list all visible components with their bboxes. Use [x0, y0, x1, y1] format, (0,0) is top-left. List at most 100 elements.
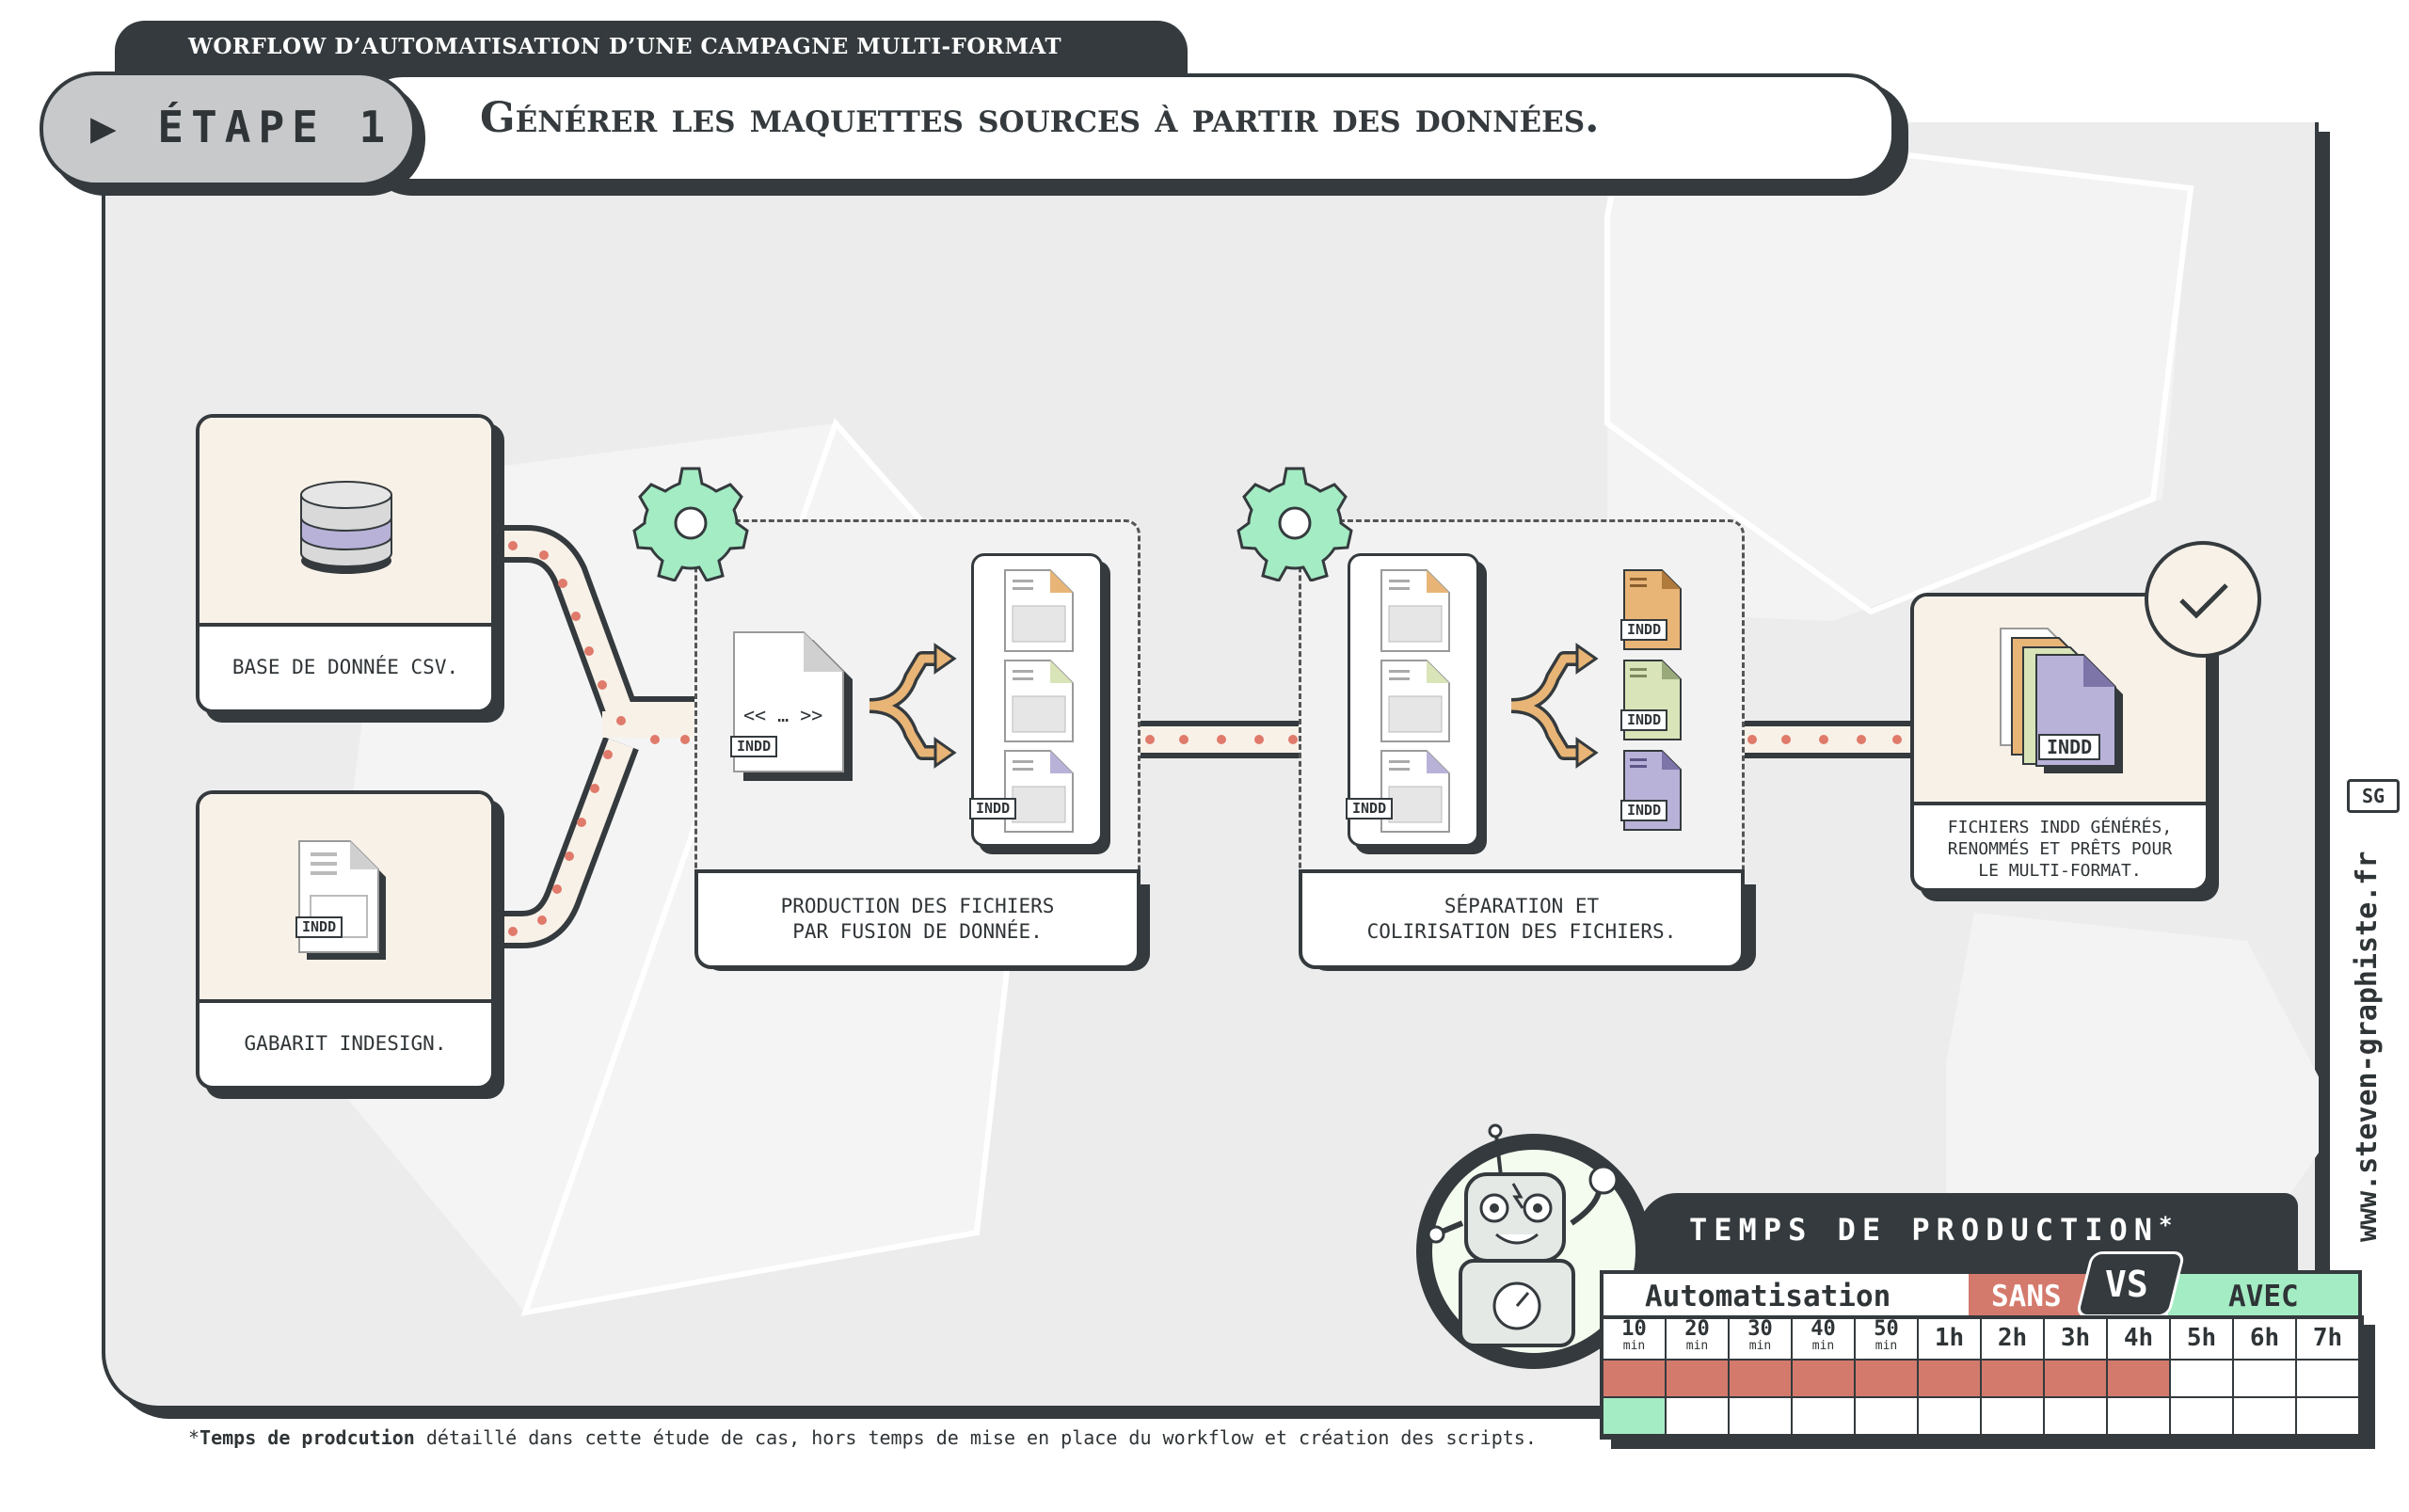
top-tab: [115, 21, 1188, 79]
avec-time-cell: [1603, 1398, 1667, 1436]
database-icon: [300, 481, 392, 574]
avec-time-cell: [1793, 1398, 1856, 1436]
split-label-box: SÉPARATION ET COLIRISATION DES FICHIERS.: [1299, 869, 1745, 969]
time-column-value: 2h: [1997, 1324, 2028, 1352]
split-file-tag-2: INDD: [1620, 709, 1668, 731]
sans-time-cell: [2045, 1361, 2108, 1398]
title-bar: [356, 73, 1895, 183]
vs-badge: VS: [2075, 1251, 2186, 1317]
merge-source-text: << … >>: [743, 704, 823, 726]
template-file-icon: [298, 840, 386, 960]
merge-stack-tag: INDD: [969, 798, 1017, 820]
avec-time-cell: [1982, 1398, 2045, 1436]
time-column-unit: min: [1622, 1339, 1646, 1353]
template-tag: INDD: [295, 916, 343, 938]
production-time-title: TEMPS DE PRODUCTION*: [1689, 1212, 2179, 1248]
fork-arrow-icon-2: [1510, 643, 1599, 769]
merge-label: PRODUCTION DES FICHIERS PAR FUSION DE DO…: [780, 895, 1055, 943]
time-column-value: 10: [1621, 1317, 1647, 1341]
time-column-header: 1h: [1919, 1319, 1982, 1361]
step-badge: [40, 72, 416, 186]
avec-time-cell: [2108, 1398, 2171, 1436]
time-column-header: 5h: [2171, 1319, 2234, 1361]
sans-time-cell: [1603, 1361, 1667, 1398]
page-title: Générer les maquettes sources à partir d…: [480, 94, 1600, 142]
step-label: ▶ ÉTAPE 1: [90, 102, 393, 152]
merge-stack-files: [1004, 569, 1074, 833]
output-tag: INDD: [2038, 734, 2101, 760]
workflow-title: WORFLOW D’AUTOMATISATION D’UNE CAMPAGNE …: [188, 34, 1062, 59]
split-file-tag-3: INDD: [1620, 800, 1668, 821]
footnote-text: détaillé dans cette étude de cas, hors t…: [414, 1426, 1537, 1449]
automation-label: Automatisation: [1645, 1280, 1891, 1313]
time-column-value: 7h: [2312, 1324, 2343, 1352]
vs-label: VS: [2105, 1264, 2148, 1305]
time-column-unit: min: [1685, 1339, 1709, 1353]
sans-time-cell: [1856, 1361, 1919, 1398]
merge-label-box: PRODUCTION DES FICHIERS PAR FUSION DE DO…: [694, 869, 1141, 969]
time-column-header: 3h: [2045, 1319, 2108, 1361]
time-column-header: 6h: [2234, 1319, 2297, 1361]
automation-row: Automatisation SANS AVEC: [1600, 1270, 2362, 1319]
sans-time-cell: [2108, 1361, 2171, 1398]
time-column-header: 4h: [2108, 1319, 2171, 1361]
time-column-value: 1h: [1934, 1324, 1965, 1352]
sans-time-cell: [2171, 1361, 2234, 1398]
sans-time-cell: [1919, 1361, 1982, 1398]
time-column-value: 30: [1747, 1317, 1773, 1341]
production-time-header: [1639, 1193, 2298, 1270]
avec-cell: [2168, 1274, 2358, 1315]
sans-time-cell: [1793, 1361, 1856, 1398]
template-label: GABARIT INDESIGN.: [244, 1032, 447, 1055]
time-column-header: 7h: [2297, 1319, 2360, 1361]
time-column-unit: min: [1811, 1339, 1835, 1353]
time-column-value: 20: [1684, 1317, 1710, 1341]
avec-time-cell: [2045, 1398, 2108, 1436]
csv-label: BASE DE DONNÉE CSV.: [231, 656, 459, 678]
output-label: FICHIERS INDD GÉNÉRÉS, RENOMMÉS ET PRÊTS…: [1947, 818, 2173, 881]
time-column-unit: min: [1748, 1339, 1772, 1353]
avec-time-cell: [2171, 1398, 2234, 1436]
time-column-header: 2h: [1982, 1319, 2045, 1361]
avec-time-cell: [1667, 1398, 1730, 1436]
website-url: www.steven-graphiste.fr: [2351, 851, 2384, 1242]
time-column-value: 5h: [2186, 1324, 2217, 1352]
sans-time-cell: [2297, 1361, 2360, 1398]
avec-time-cell: [1856, 1398, 1919, 1436]
avec-time-cell: [2234, 1398, 2297, 1436]
merge-source-tag: INDD: [730, 736, 778, 757]
split-stack-tag: INDD: [1346, 798, 1394, 820]
robot-mascot-icon: [1416, 1123, 1651, 1369]
footnote-bold: Temps de prodcution: [199, 1426, 415, 1449]
sans-time-cell: [1730, 1361, 1793, 1398]
footnote: *Temps de prodcution détaillé dans cette…: [188, 1426, 1537, 1449]
time-column-value: 4h: [2123, 1324, 2154, 1352]
avec-time-cell: [1730, 1398, 1793, 1436]
time-column-value: 3h: [2060, 1324, 2091, 1352]
production-time-title-text: TEMPS DE PRODUCTION: [1689, 1212, 2160, 1248]
gear-icon-2: [1236, 467, 1353, 581]
sans-time-cell: [1982, 1361, 2045, 1398]
avec-label: AVEC: [2228, 1280, 2299, 1313]
avec-time-cell: [1919, 1398, 1982, 1436]
logo: SG: [2347, 779, 2400, 813]
split-label: SÉPARATION ET COLIRISATION DES FICHIERS.: [1366, 895, 1677, 943]
time-column-value: 50: [1874, 1317, 1899, 1341]
production-time-title-mark: *: [2159, 1212, 2179, 1238]
fork-arrow-icon: [869, 643, 957, 769]
time-column-value: 40: [1811, 1317, 1836, 1341]
gear-icon: [632, 467, 749, 581]
sans-time-cell: [1667, 1361, 1730, 1398]
time-column-unit: min: [1875, 1339, 1898, 1353]
time-column-value: 6h: [2249, 1324, 2280, 1352]
csv-database-box: BASE DE DONNÉE CSV.: [196, 414, 495, 713]
footnote-mark: *: [188, 1426, 200, 1449]
indesign-template-box: INDD GABARIT INDESIGN.: [196, 790, 495, 1090]
